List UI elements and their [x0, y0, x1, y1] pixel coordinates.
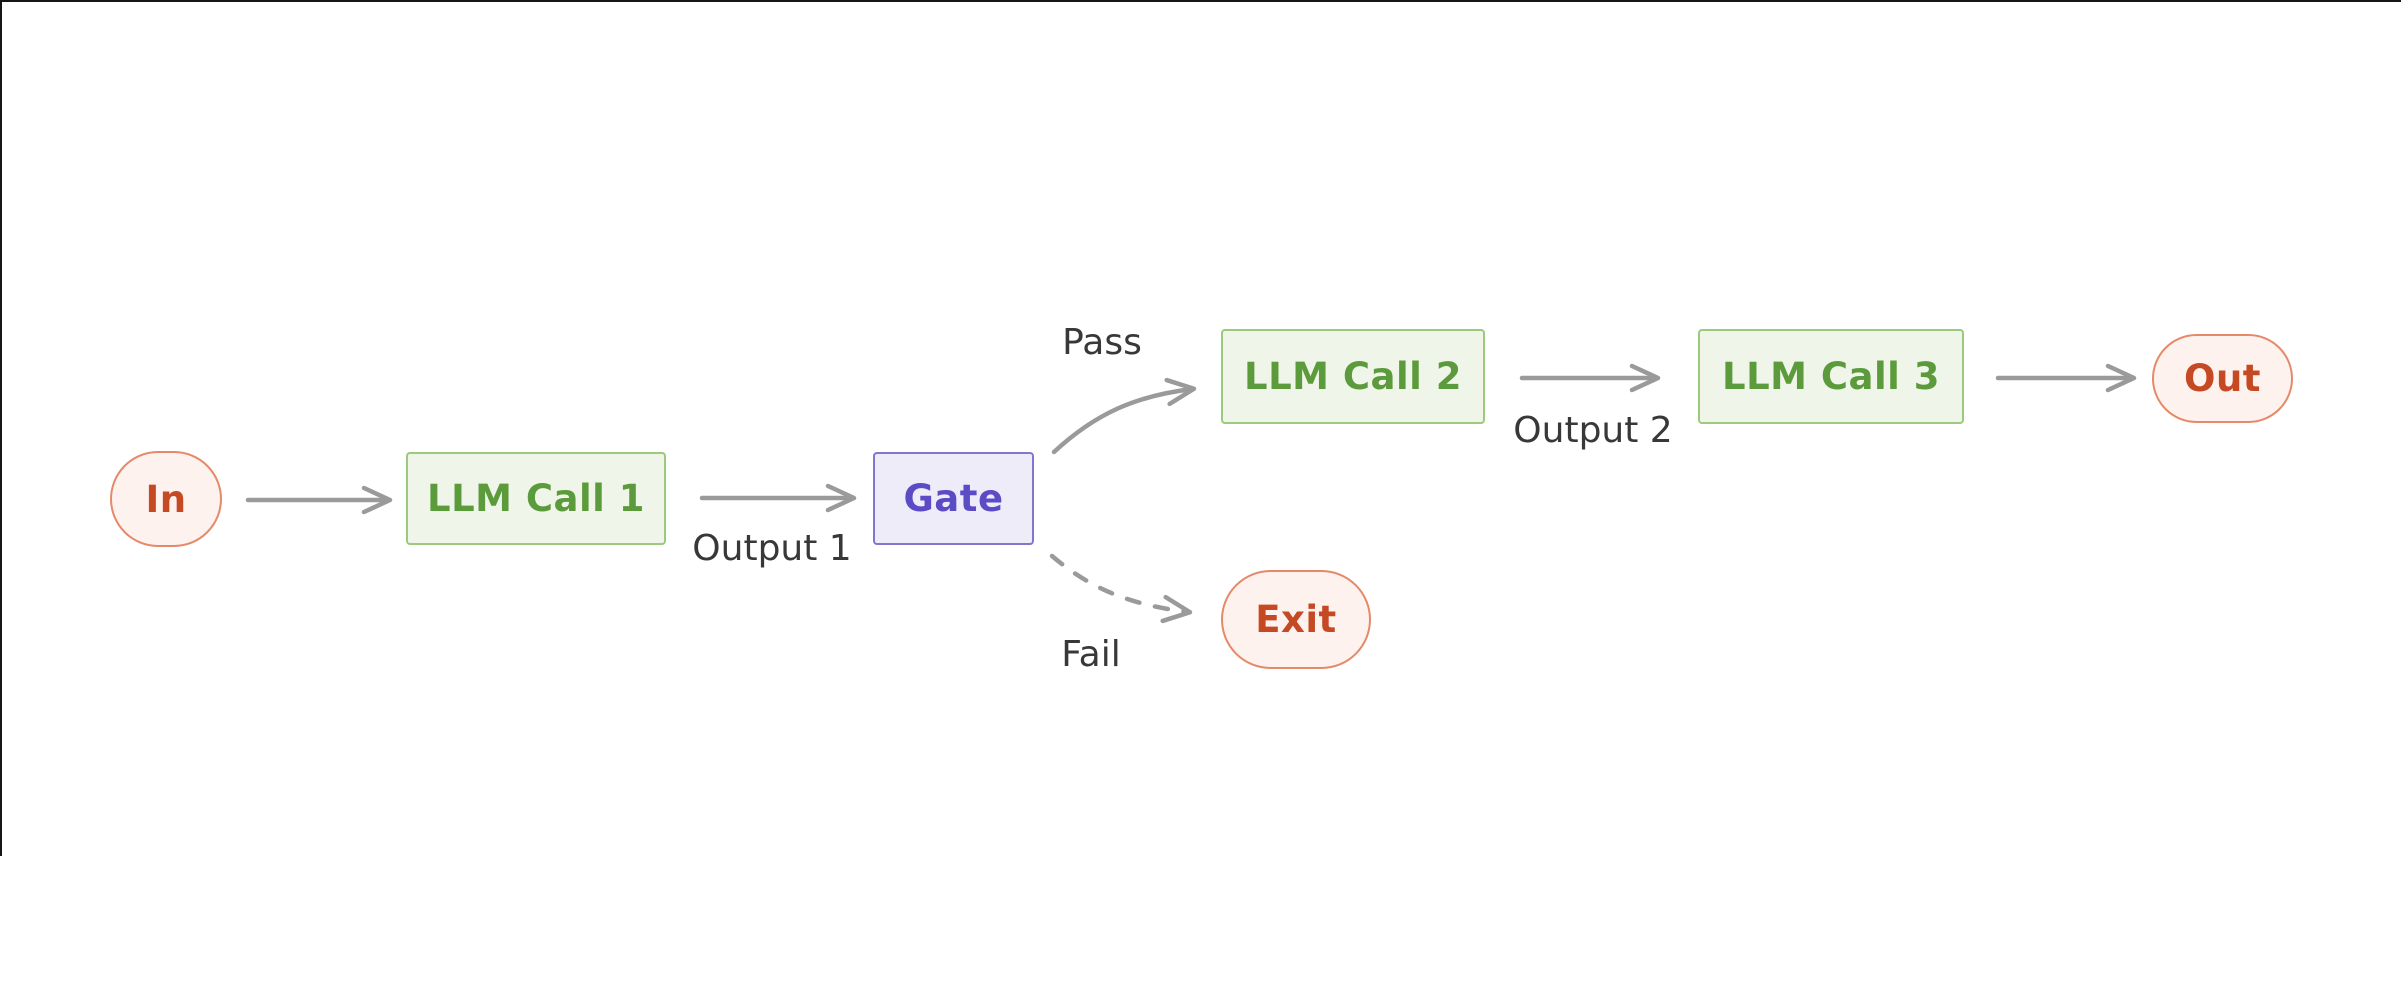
- edge-label-output-2: Output 2: [1513, 410, 1673, 451]
- node-gate: Gate: [873, 452, 1034, 545]
- node-exit-label: Exit: [1255, 598, 1337, 641]
- node-in: In: [110, 451, 222, 547]
- edge-label-pass: Pass: [1062, 322, 1142, 363]
- node-llm-call-3-label: LLM Call 3: [1722, 355, 1940, 398]
- node-gate-label: Gate: [903, 477, 1004, 520]
- edge-label-fail: Fail: [1061, 634, 1121, 675]
- edge-gate-exit-fail: [1049, 553, 1193, 624]
- node-llm-call-3: LLM Call 3: [1698, 329, 1964, 424]
- node-in-label: In: [145, 477, 187, 521]
- frame-top-border: [0, 0, 2401, 2]
- node-exit: Exit: [1221, 570, 1371, 669]
- node-llm-call-2-label: LLM Call 2: [1244, 355, 1462, 398]
- node-llm-call-1-label: LLM Call 1: [427, 477, 645, 520]
- node-llm-call-2: LLM Call 2: [1221, 329, 1485, 424]
- node-llm-call-1: LLM Call 1: [406, 452, 666, 545]
- edge-gate-llm2-pass: [1051, 377, 1197, 455]
- frame-left-border: [0, 0, 2, 856]
- node-out: Out: [2152, 334, 2293, 423]
- node-out-label: Out: [2184, 357, 2261, 400]
- edge-label-output-1: Output 1: [692, 528, 852, 569]
